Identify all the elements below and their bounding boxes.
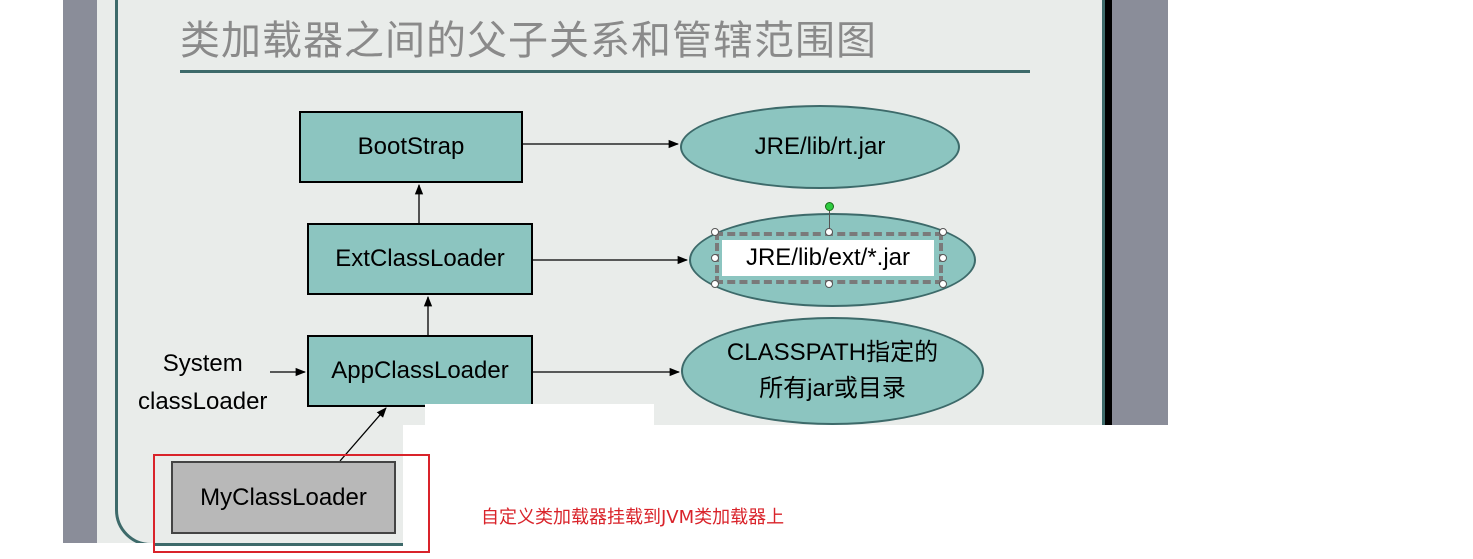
resize-handle-top-right[interactable]	[939, 228, 947, 236]
white-overlay-bottom	[403, 425, 1168, 559]
resize-handle-top[interactable]	[825, 228, 833, 236]
my-classloader-node: MyClassLoader	[171, 461, 396, 534]
classpath-label-line1: CLASSPATH指定的	[726, 339, 939, 366]
app-classloader-node: AppClassLoader	[307, 335, 533, 407]
bootstrap-node: BootStrap	[299, 111, 523, 183]
resize-handle-top-left[interactable]	[711, 228, 719, 236]
highlight-frame	[153, 454, 430, 553]
annotation-text: 自定义类加载器挂载到JVM类加载器上	[481, 507, 785, 528]
resize-handle-left[interactable]	[711, 254, 719, 262]
system-label-line1: System	[162, 350, 243, 377]
classpath-label-line2: 所有jar或目录	[759, 375, 906, 402]
system-classloader-label: System classLoader	[138, 345, 267, 421]
classpath-scope: CLASSPATH指定的 所有jar或目录	[681, 317, 984, 425]
resize-handle-right[interactable]	[939, 254, 947, 262]
resize-handle-bottom-right[interactable]	[939, 280, 947, 288]
system-label-line2: classLoader	[138, 388, 268, 415]
rt-jar-scope: JRE/lib/rt.jar	[680, 105, 960, 189]
title-underline	[180, 70, 1030, 73]
rotation-stem	[829, 210, 830, 232]
slide-title: 类加载器之间的父子关系和管辖范围图	[180, 18, 877, 64]
slide-background-left	[63, 0, 97, 543]
slide-background-right	[1112, 0, 1168, 425]
arrow-my-to-app	[339, 407, 387, 462]
rotation-handle[interactable]	[825, 202, 834, 211]
slide-right-border	[1105, 0, 1112, 425]
resize-handle-bottom-left[interactable]	[711, 280, 719, 288]
white-overlay-corner	[97, 543, 153, 559]
resize-handle-bottom[interactable]	[825, 280, 833, 288]
white-overlay-top	[425, 404, 654, 425]
ext-jar-label[interactable]: JRE/lib/ext/*.jar	[722, 240, 934, 276]
rt-jar-label: JRE/lib/rt.jar	[754, 133, 886, 160]
ext-classloader-node: ExtClassLoader	[307, 223, 533, 295]
